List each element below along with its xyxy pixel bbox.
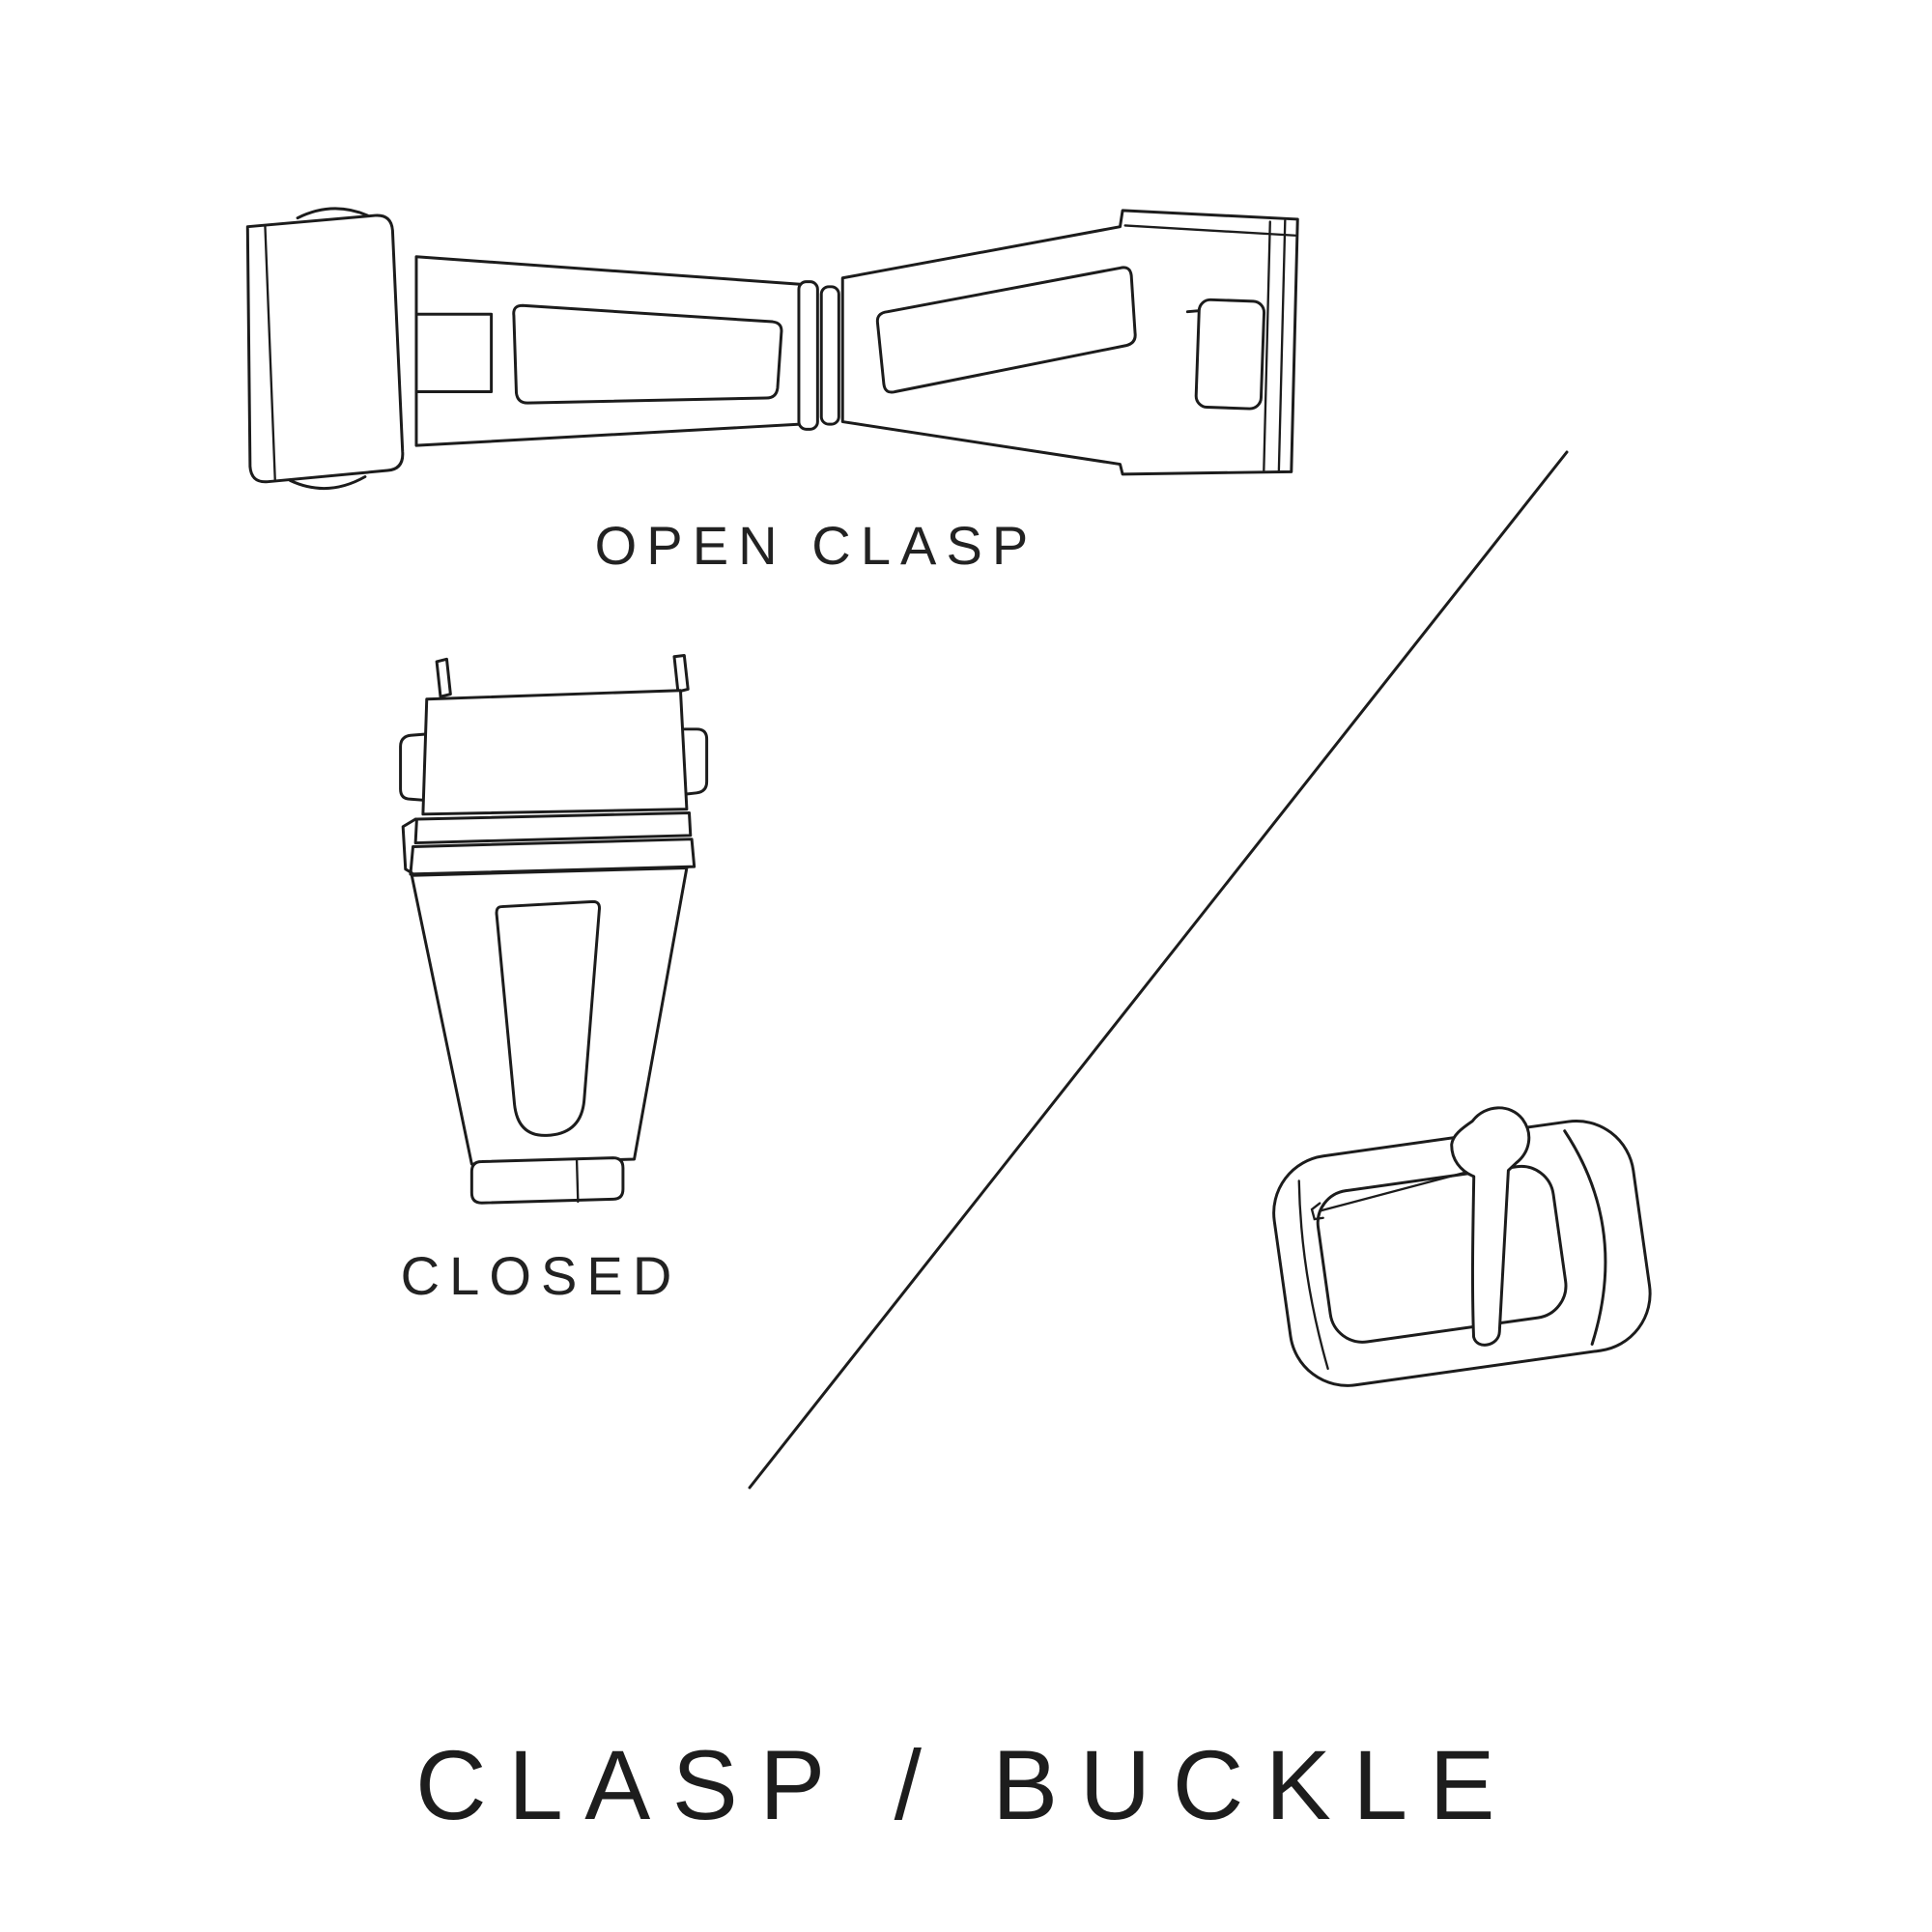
closed-clasp-label: CLOSED	[400, 1245, 682, 1306]
open-clasp-left-window	[512, 303, 783, 405]
open-clasp-right-window	[875, 266, 1137, 394]
closed-clasp-prong-left	[435, 657, 452, 698]
closed-clasp-window	[495, 899, 601, 1137]
divider-line	[748, 450, 1569, 1490]
tang-buckle-drawing	[1272, 1106, 1652, 1387]
closed-clasp-drawing	[399, 653, 709, 1205]
page-title: CLASP / BUCKLE	[415, 1730, 1517, 1840]
buckle-springbar	[1320, 1166, 1486, 1212]
open-clasp-label: OPEN CLASP	[594, 515, 1038, 576]
closed-clasp-endbar	[469, 1156, 625, 1205]
closed-clasp-prong-right	[672, 653, 690, 694]
open-clasp-endpiece	[245, 213, 405, 484]
open-clasp-drawing	[245, 207, 1299, 490]
buckle-opening	[1316, 1164, 1568, 1344]
open-clasp-catch	[1194, 298, 1266, 411]
open-clasp-hinge	[797, 280, 819, 431]
closed-clasp-cover	[421, 689, 689, 816]
buckle-tang	[1450, 1106, 1531, 1347]
